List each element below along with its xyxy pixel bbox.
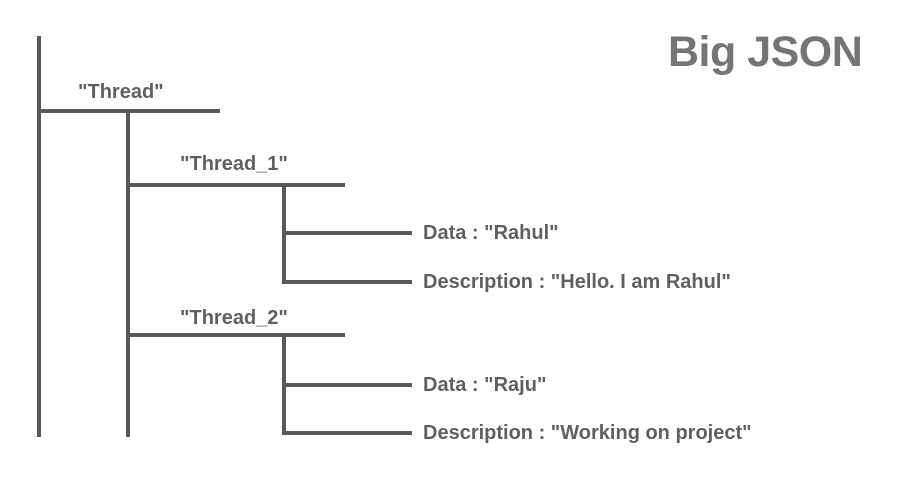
thread1-data-branch-line	[282, 231, 413, 235]
thread1-description-label: Description : "Hello. I am Rahul"	[423, 271, 731, 293]
thread2-branch-line	[126, 333, 346, 337]
thread1-data-label: Data : "Rahul"	[423, 222, 559, 244]
root-trunk-line	[37, 36, 41, 437]
root-node-label: "Thread"	[78, 81, 164, 103]
threads-trunk-line	[126, 109, 130, 438]
diagram-title: Big JSON	[668, 28, 863, 76]
thread2-description-branch-line	[282, 431, 413, 435]
thread1-node-label: "Thread_1"	[180, 153, 288, 175]
thread1-description-branch-line	[282, 280, 413, 284]
thread1-branch-line	[126, 183, 346, 187]
thread2-node-label: "Thread_2"	[180, 307, 288, 329]
thread2-data-branch-line	[282, 383, 413, 387]
thread2-data-label: Data : "Raju"	[423, 374, 547, 396]
thread2-description-label: Description : "Working on project"	[423, 422, 752, 444]
